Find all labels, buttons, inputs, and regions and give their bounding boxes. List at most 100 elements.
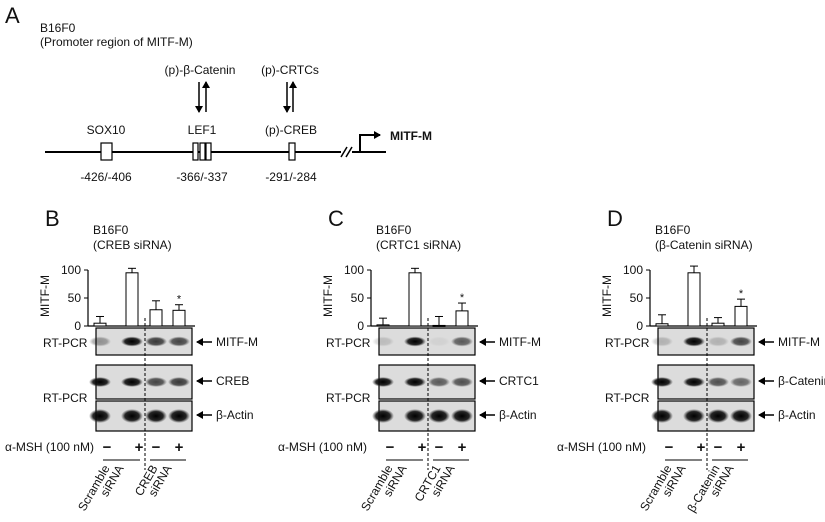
gel-band — [89, 409, 111, 423]
treatment-label: α-MSH (100 nM) — [5, 440, 94, 454]
panel-label: C — [328, 206, 344, 231]
blot-method-label: RT-PCR — [43, 391, 88, 405]
panel-label: B — [45, 206, 60, 231]
gel-band — [89, 377, 111, 387]
significance-mark: * — [460, 292, 465, 304]
bar — [655, 323, 669, 327]
y-tick-label: 100 — [344, 263, 364, 277]
upstream-factor: (p)-β-Catenin — [165, 63, 236, 77]
band-label: β-Actin — [778, 408, 816, 422]
blot-method-label: RT-PCR — [326, 336, 371, 350]
bar — [455, 310, 469, 327]
y-tick-label: 0 — [74, 319, 81, 333]
factor-range: -291/-284 — [265, 170, 317, 184]
significance-mark: * — [177, 294, 182, 306]
transcription-start-arrow-icon — [359, 131, 381, 152]
gel-band — [683, 377, 705, 387]
y-tick-label: 100 — [61, 263, 81, 277]
blot-method-label: RT-PCR — [605, 336, 650, 350]
band-label: MITF-M — [499, 335, 541, 349]
treatment-sign: − — [435, 439, 444, 456]
y-axis-label: MITF-M — [38, 275, 52, 317]
blot-method-label: RT-PCR — [605, 391, 650, 405]
gel-band — [404, 409, 426, 423]
y-tick-label: 0 — [357, 319, 364, 333]
factor-label: (p)-CREB — [265, 123, 317, 137]
gel-band — [451, 377, 473, 387]
gel-band — [651, 336, 673, 347]
cell-line: B16F0 — [655, 223, 691, 237]
treatment-label: α-MSH (100 nM) — [278, 440, 367, 454]
treatment-sign: − — [386, 439, 395, 456]
treatment-sign: + — [418, 439, 427, 456]
panel-label: D — [607, 206, 623, 231]
gene-label: MITF-M — [390, 129, 432, 143]
panel-a-subtitle: (Promoter region of MITF-M) — [40, 35, 193, 49]
gel-band — [168, 336, 190, 347]
factor-range: -426/-406 — [80, 170, 132, 184]
gel-band — [404, 336, 426, 347]
bar — [432, 324, 446, 327]
gel-band — [428, 377, 450, 387]
band-label: β-Catenin — [778, 374, 825, 388]
y-tick-label: 50 — [68, 291, 82, 305]
gel-band — [451, 336, 473, 347]
factor-label: LEF1 — [188, 123, 217, 137]
factor-range: -366/-337 — [176, 170, 228, 184]
gel-band — [428, 336, 450, 347]
gel-band — [145, 409, 167, 423]
gel-band — [451, 409, 473, 423]
y-axis-label: MITF-M — [600, 275, 614, 317]
gel-band — [707, 409, 729, 423]
gel-band — [730, 377, 752, 387]
gel-band — [372, 409, 394, 423]
sox10-site — [100, 142, 113, 161]
cell-line: B16F0 — [93, 223, 129, 237]
treatment-sign: − — [152, 439, 161, 456]
factor-label: SOX10 — [87, 123, 126, 137]
gel-band — [372, 336, 394, 347]
gel-band — [145, 336, 167, 347]
gel-band — [683, 336, 705, 347]
upstream-factor: (p)-CRTCs — [261, 63, 319, 77]
gel-band — [730, 409, 752, 423]
gel-band — [168, 409, 190, 423]
band-label: MITF-M — [778, 335, 820, 349]
gel-band — [683, 409, 705, 423]
gel-band — [372, 377, 394, 387]
gel-band — [428, 409, 450, 423]
panel-label-a: A — [5, 3, 20, 28]
treatment-sign: − — [714, 439, 723, 456]
bar — [711, 322, 725, 327]
cell-line: B16F0 — [376, 223, 412, 237]
axis-break-icon — [340, 146, 353, 158]
treatment-sign: + — [135, 439, 144, 456]
gel-band — [121, 336, 143, 347]
bar — [376, 324, 390, 327]
condition: (CRTC1 siRNA) — [376, 238, 461, 252]
bar — [125, 272, 139, 327]
condition: (β-Catenin siRNA) — [655, 238, 753, 252]
condition: (CREB siRNA) — [93, 238, 172, 252]
gel-band — [121, 377, 143, 387]
gel-blot — [657, 400, 755, 432]
bar — [687, 272, 701, 327]
gel-band — [707, 377, 729, 387]
treatment-sign: + — [737, 439, 746, 456]
y-axis-label: MITF-M — [321, 275, 335, 317]
band-label: β-Actin — [499, 408, 537, 422]
lef1-sites — [192, 142, 212, 161]
gel-band — [89, 336, 111, 347]
panel-a: A B16F0 (Promoter region of MITF-M) MITF… — [5, 3, 432, 184]
gel-band — [651, 377, 673, 387]
bar — [149, 309, 163, 327]
treatment-sign: + — [458, 439, 467, 456]
gel-band — [707, 336, 729, 347]
y-tick-label: 100 — [623, 263, 643, 277]
significance-mark: * — [739, 288, 744, 300]
